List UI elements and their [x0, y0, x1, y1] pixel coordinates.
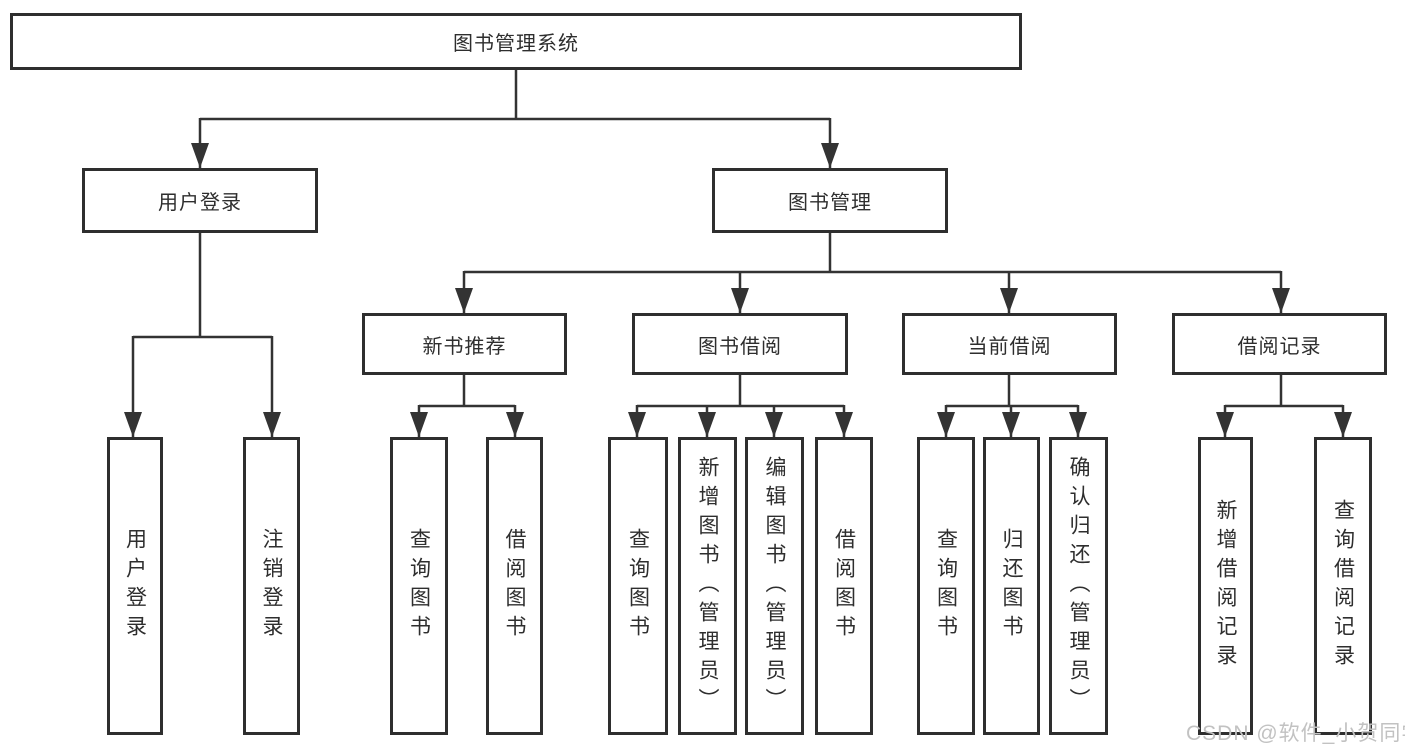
leaf-newbook-borrow-books: 借阅图书 — [486, 437, 543, 735]
node-borrow-records: 借阅记录 — [1172, 313, 1387, 375]
leaf-borrow-edit-books-admin: 编辑图书（管理员） — [745, 437, 804, 735]
node-borrow-records-label: 借阅记录 — [1237, 335, 1322, 358]
node-book-mgmt-label: 图书管理 — [788, 192, 872, 214]
node-root: 图书管理系统 — [10, 13, 1022, 70]
leaf-current-confirm-return-admin: 确认归还（管理员） — [1049, 437, 1108, 735]
leaf-newbook-borrow-books-label: 借阅图书 — [503, 528, 526, 644]
leaf-logout-label: 注销登录 — [260, 528, 283, 644]
leaf-current-confirm-return-admin-label: 确认归还（管理员） — [1067, 455, 1090, 717]
leaf-user-login: 用户登录 — [107, 437, 163, 735]
leaf-records-add-record-label: 新增借阅记录 — [1214, 499, 1237, 673]
leaf-borrow-borrow-books: 借阅图书 — [815, 437, 873, 735]
leaf-current-query-books-label: 查询图书 — [934, 528, 958, 644]
node-user-login-label: 用户登录 — [158, 192, 242, 214]
node-current-borrow-label: 当前借阅 — [967, 335, 1052, 358]
leaf-records-query-record: 查询借阅记录 — [1314, 437, 1372, 735]
node-new-book-rec: 新书推荐 — [362, 313, 567, 375]
connector-trunk-lines — [133, 70, 1343, 408]
leaf-logout: 注销登录 — [243, 437, 300, 735]
leaf-borrow-add-books-admin: 新增图书（管理员） — [678, 437, 737, 735]
leaf-borrow-edit-books-admin-label: 编辑图书（管理员） — [763, 455, 786, 717]
leaf-user-login-label: 用户登录 — [123, 528, 147, 644]
watermark-text: CSDN @软件_小贺同学 — [1186, 722, 1405, 745]
node-book-borrow: 图书借阅 — [632, 313, 848, 375]
leaf-current-return-books: 归还图书 — [983, 437, 1040, 735]
node-book-borrow-label: 图书借阅 — [698, 335, 782, 358]
leaf-borrow-query-books: 查询图书 — [608, 437, 668, 735]
leaf-borrow-add-books-admin-label: 新增图书（管理员） — [696, 455, 719, 717]
node-book-mgmt: 图书管理 — [712, 168, 948, 233]
leaf-newbook-query-books-label: 查询图书 — [407, 528, 431, 644]
leaf-current-return-books-label: 归还图书 — [1000, 528, 1023, 644]
node-current-borrow: 当前借阅 — [902, 313, 1117, 375]
node-root-label: 图书管理系统 — [453, 33, 579, 55]
leaf-borrow-query-books-label: 查询图书 — [626, 528, 650, 644]
leaf-current-query-books: 查询图书 — [917, 437, 975, 735]
leaf-newbook-query-books: 查询图书 — [390, 437, 448, 735]
node-new-book-rec-label: 新书推荐 — [422, 335, 507, 358]
leaf-records-query-record-label: 查询借阅记录 — [1331, 499, 1355, 673]
leaf-records-add-record: 新增借阅记录 — [1198, 437, 1253, 735]
node-user-login: 用户登录 — [82, 168, 318, 233]
leaf-borrow-borrow-books-label: 借阅图书 — [832, 528, 856, 644]
